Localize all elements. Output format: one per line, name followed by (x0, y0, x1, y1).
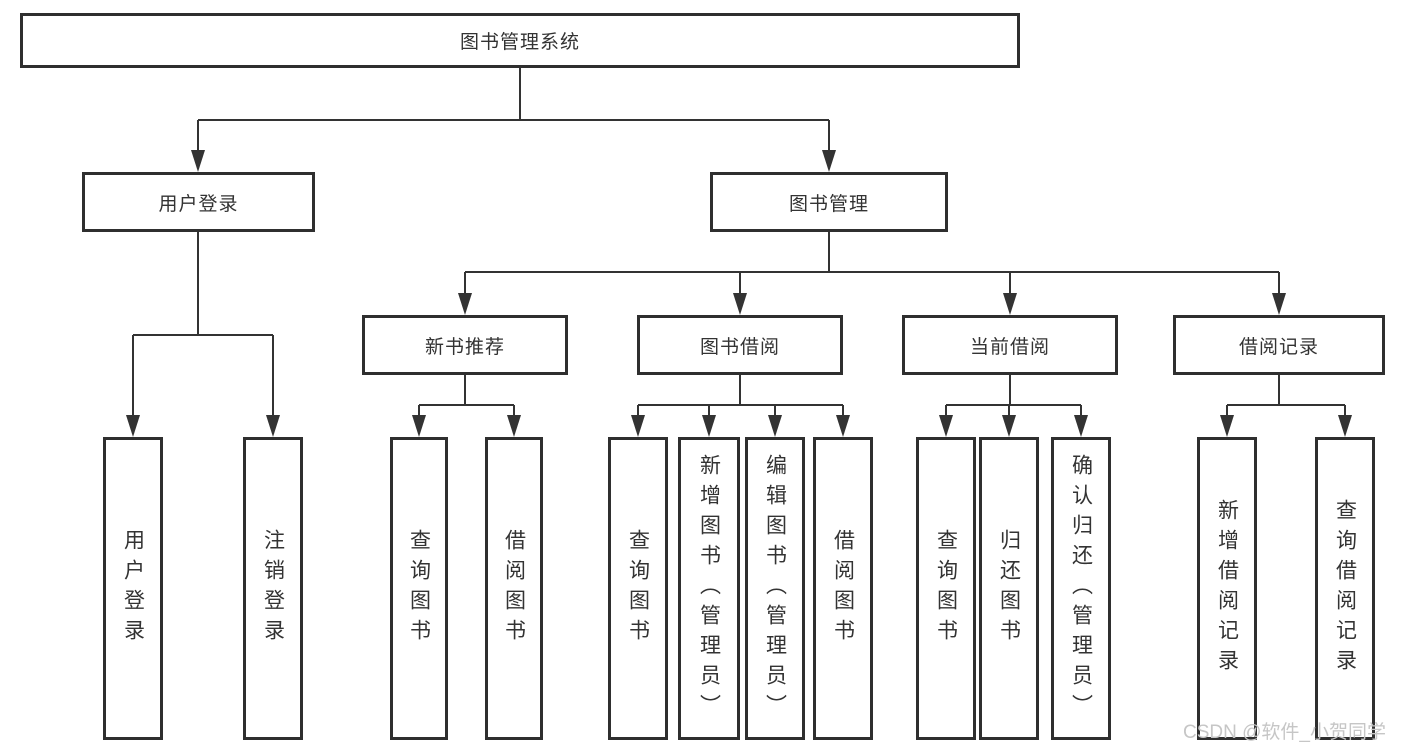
node-label: 图书管理系统 (459, 32, 580, 53)
node-book-borrowing: 图书借阅 (637, 315, 843, 375)
node-user-login: 用户登录 (82, 172, 315, 232)
leaf-user-login: 用户登录 (103, 437, 163, 740)
node-label: 确认归还（管理员） (1069, 453, 1093, 724)
node-label: 用户登录 (121, 528, 145, 649)
node-label: 注销登录 (261, 528, 285, 649)
node-label: 新书推荐 (424, 336, 505, 358)
csdn-watermark: CSDN @软件_小贺同学 (1183, 722, 1386, 743)
leaf-bb-edit-books-admin: 编辑图书（管理员） (745, 437, 805, 740)
node-label: 归还图书 (997, 528, 1021, 649)
node-label: 借阅图书 (831, 528, 855, 649)
node-label: 编辑图书（管理员） (763, 453, 787, 724)
node-new-book-recommendation: 新书推荐 (362, 315, 568, 375)
node-borrowing-records: 借阅记录 (1173, 315, 1385, 375)
leaf-cb-confirm-return-admin: 确认归还（管理员） (1051, 437, 1111, 740)
node-label: 新增图书（管理员） (697, 453, 721, 724)
leaf-bb-query-books: 查询图书 (608, 437, 668, 740)
node-label: 查询借阅记录 (1333, 498, 1357, 679)
node-label: 借阅记录 (1238, 336, 1319, 358)
leaf-nbr-query-books: 查询图书 (390, 437, 448, 740)
node-label: 图书借阅 (699, 336, 780, 358)
leaf-bb-borrow-books: 借阅图书 (813, 437, 873, 740)
node-label: 查询图书 (407, 528, 431, 649)
leaf-cb-return-books: 归还图书 (979, 437, 1039, 740)
leaf-br-query-borrow-record: 查询借阅记录 (1315, 437, 1375, 740)
leaf-logout-login: 注销登录 (243, 437, 303, 740)
node-label: 查询图书 (934, 528, 958, 649)
node-label: 新增借阅记录 (1215, 498, 1239, 679)
node-label: 查询图书 (626, 528, 650, 649)
node-label: 用户登录 (158, 193, 239, 215)
leaf-nbr-borrow-books: 借阅图书 (485, 437, 543, 740)
node-label: 当前借阅 (969, 336, 1050, 358)
node-label: 借阅图书 (502, 528, 526, 649)
node-book-management: 图书管理 (710, 172, 948, 232)
leaf-bb-add-books-admin: 新增图书（管理员） (678, 437, 740, 740)
node-label: 图书管理 (788, 193, 869, 215)
leaf-br-add-borrow-record: 新增借阅记录 (1197, 437, 1257, 740)
leaf-cb-query-books: 查询图书 (916, 437, 976, 740)
node-current-borrowing: 当前借阅 (902, 315, 1118, 375)
node-book-management-system: 图书管理系统 (20, 13, 1020, 68)
